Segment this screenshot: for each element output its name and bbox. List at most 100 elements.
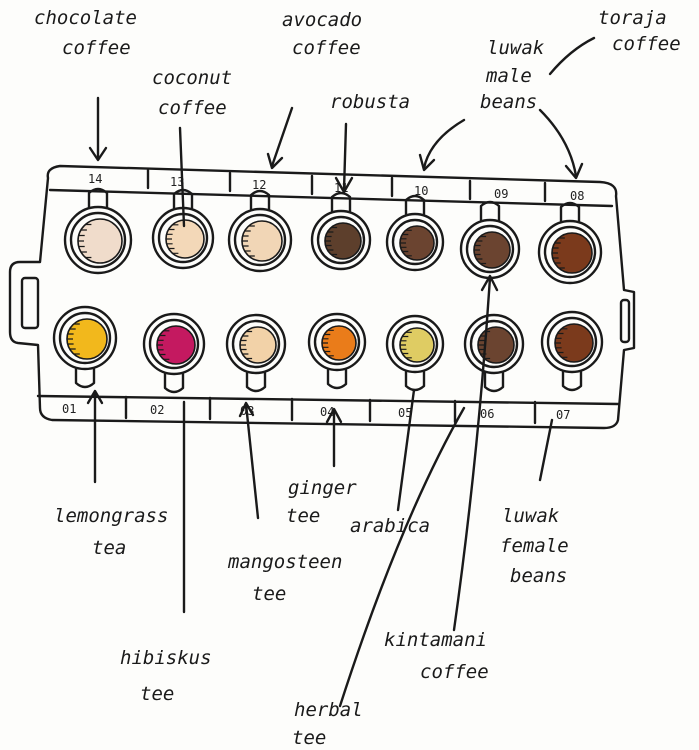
cup-herbal-kintamani-handle xyxy=(483,371,505,393)
cup-number-14: 14 xyxy=(88,172,102,186)
left-handle xyxy=(20,276,40,330)
label-lemongrass-tea-1: lemongrass xyxy=(54,505,168,527)
label-kintamani-coffee-2: coffee xyxy=(420,661,489,683)
cup-chocolate-coffee-handle xyxy=(87,187,109,209)
cup-mangosteen-tea-rim xyxy=(225,313,287,375)
top-numbers: 14 13 12 11 10 09 08 xyxy=(88,172,584,203)
label-hibiscus-tea-2: tee xyxy=(140,683,174,705)
cup-10-shading xyxy=(400,229,412,257)
cup-number-07: 07 xyxy=(556,408,570,422)
cup-luwak-female-handle xyxy=(561,370,583,392)
label-luwak-male-1: luwak xyxy=(487,37,545,59)
cup-number-02: 02 xyxy=(150,403,164,417)
cup-ginger-tea-inner-ring xyxy=(313,318,361,366)
cup-09-handle xyxy=(479,200,501,222)
cup-hibiscus-tea-handle xyxy=(163,372,185,394)
label-avocado-coffee-2: coffee xyxy=(292,37,361,59)
pointer-arabica xyxy=(396,388,416,512)
cup-luwak-female-shading xyxy=(555,328,568,358)
cup-coconut-coffee-shading xyxy=(166,224,179,254)
label-luwak-male-2: male xyxy=(485,65,532,87)
cup-hibiscus-tea xyxy=(142,312,206,394)
cups xyxy=(52,187,604,394)
cup-avocado-coffee-shading xyxy=(242,225,255,257)
top-labels: chocolate coffee coconut coffee avocado … xyxy=(34,7,681,119)
cup-lemongrass-tea-inner-ring xyxy=(58,311,112,365)
cup-ginger-tea-handle xyxy=(326,368,348,390)
cup-arabica-rim xyxy=(385,314,445,374)
label-avocado-coffee-1: avocado xyxy=(282,9,362,31)
cup-toraja-coffee xyxy=(537,201,603,285)
label-toraja-coffee-1: toraja xyxy=(598,7,667,29)
label-ginger-tea-1: ginger xyxy=(288,477,357,499)
cup-number-13: 13 xyxy=(170,175,184,189)
label-luwak-female-1: luwak xyxy=(502,505,560,527)
cup-hibiscus-tea-shading xyxy=(157,330,170,360)
top-number-dividers xyxy=(146,168,547,203)
label-kintamani-coffee-1: kintamani xyxy=(384,629,487,651)
cup-chocolate-coffee xyxy=(63,187,133,275)
label-lemongrass-tea-2: tea xyxy=(92,537,126,559)
label-chocolate-coffee-2: coffee xyxy=(62,37,131,59)
cup-number-09: 09 xyxy=(494,187,508,201)
bottom-labels: lemongrass tea hibiskus tee mangosteen t… xyxy=(54,477,569,749)
label-coconut-coffee-1: coconut xyxy=(152,67,232,89)
label-mangosteen-tea-2: tee xyxy=(252,583,286,605)
tray xyxy=(8,164,636,430)
cup-luwak-female-rim xyxy=(540,310,604,374)
cup-mangosteen-tea-handle xyxy=(245,371,267,393)
cup-lemongrass-tea-rim xyxy=(52,305,118,371)
cup-robusta-rim xyxy=(310,209,372,271)
cup-avocado-coffee-rim xyxy=(227,207,293,273)
arrow-luwak-male-left xyxy=(422,118,466,170)
cup-number-01: 01 xyxy=(62,402,76,416)
cup-mangosteen-tea-inner-ring xyxy=(231,319,281,369)
cup-avocado-coffee xyxy=(227,189,293,273)
cup-09 xyxy=(459,200,521,280)
cup-number-08: 08 xyxy=(570,189,584,203)
cup-ginger-tea xyxy=(307,312,367,390)
right-handle xyxy=(619,298,631,344)
cup-chocolate-coffee-rim xyxy=(63,205,133,275)
arrow-robusta xyxy=(342,122,348,192)
cup-luwak-female-inner-ring xyxy=(546,316,598,368)
label-toraja-coffee-2: coffee xyxy=(612,33,681,55)
cup-10-rim xyxy=(385,212,445,272)
pointer-coconut-coffee xyxy=(178,126,186,228)
cup-robusta-inner-ring xyxy=(316,215,366,265)
cup-arabica-handle xyxy=(404,370,426,392)
cup-robusta xyxy=(310,191,372,271)
cup-ginger-tea-rim xyxy=(307,312,367,372)
label-chocolate-coffee-1: chocolate xyxy=(34,7,137,29)
pointer-herbal-tea xyxy=(338,406,466,708)
cup-10 xyxy=(385,194,445,272)
cup-arabica-inner-ring xyxy=(391,320,439,368)
cup-robusta-handle xyxy=(330,191,352,213)
cup-avocado-coffee-handle xyxy=(249,189,271,211)
cup-mangosteen-tea-shading xyxy=(240,330,253,360)
cup-10-handle xyxy=(404,194,426,216)
cup-hibiscus-tea-inner-ring xyxy=(148,318,200,370)
bottom-numbers: 01 02 03 04 05 06 07 xyxy=(62,402,570,422)
cup-toraja-coffee-rim xyxy=(537,219,603,285)
label-hibiscus-tea-1: hibiskus xyxy=(120,647,212,669)
label-luwak-female-2: female xyxy=(500,535,569,557)
cup-number-10: 10 xyxy=(414,184,428,198)
arrow-kintamani-coffee xyxy=(452,276,492,632)
cup-number-06: 06 xyxy=(480,407,494,421)
label-arabica: arabica xyxy=(350,515,430,537)
cup-toraja-coffee-handle xyxy=(559,201,581,223)
arrow-avocado-coffee xyxy=(270,106,294,168)
pointer-lines xyxy=(86,36,596,708)
pointer-toraja-coffee xyxy=(548,36,596,76)
label-coconut-coffee-2: coffee xyxy=(158,97,227,119)
cup-toraja-coffee-shading xyxy=(552,237,565,269)
cup-10-inner-ring xyxy=(391,218,439,266)
cup-chocolate-coffee-liquid xyxy=(77,218,123,264)
cup-number-12: 12 xyxy=(252,178,266,192)
cup-herbal-kintamani-inner-ring xyxy=(469,319,519,369)
cup-chocolate-coffee-inner-ring xyxy=(69,211,127,269)
cup-toraja-coffee-inner-ring xyxy=(543,225,597,279)
label-herbal-tea-2: tee xyxy=(292,727,326,749)
